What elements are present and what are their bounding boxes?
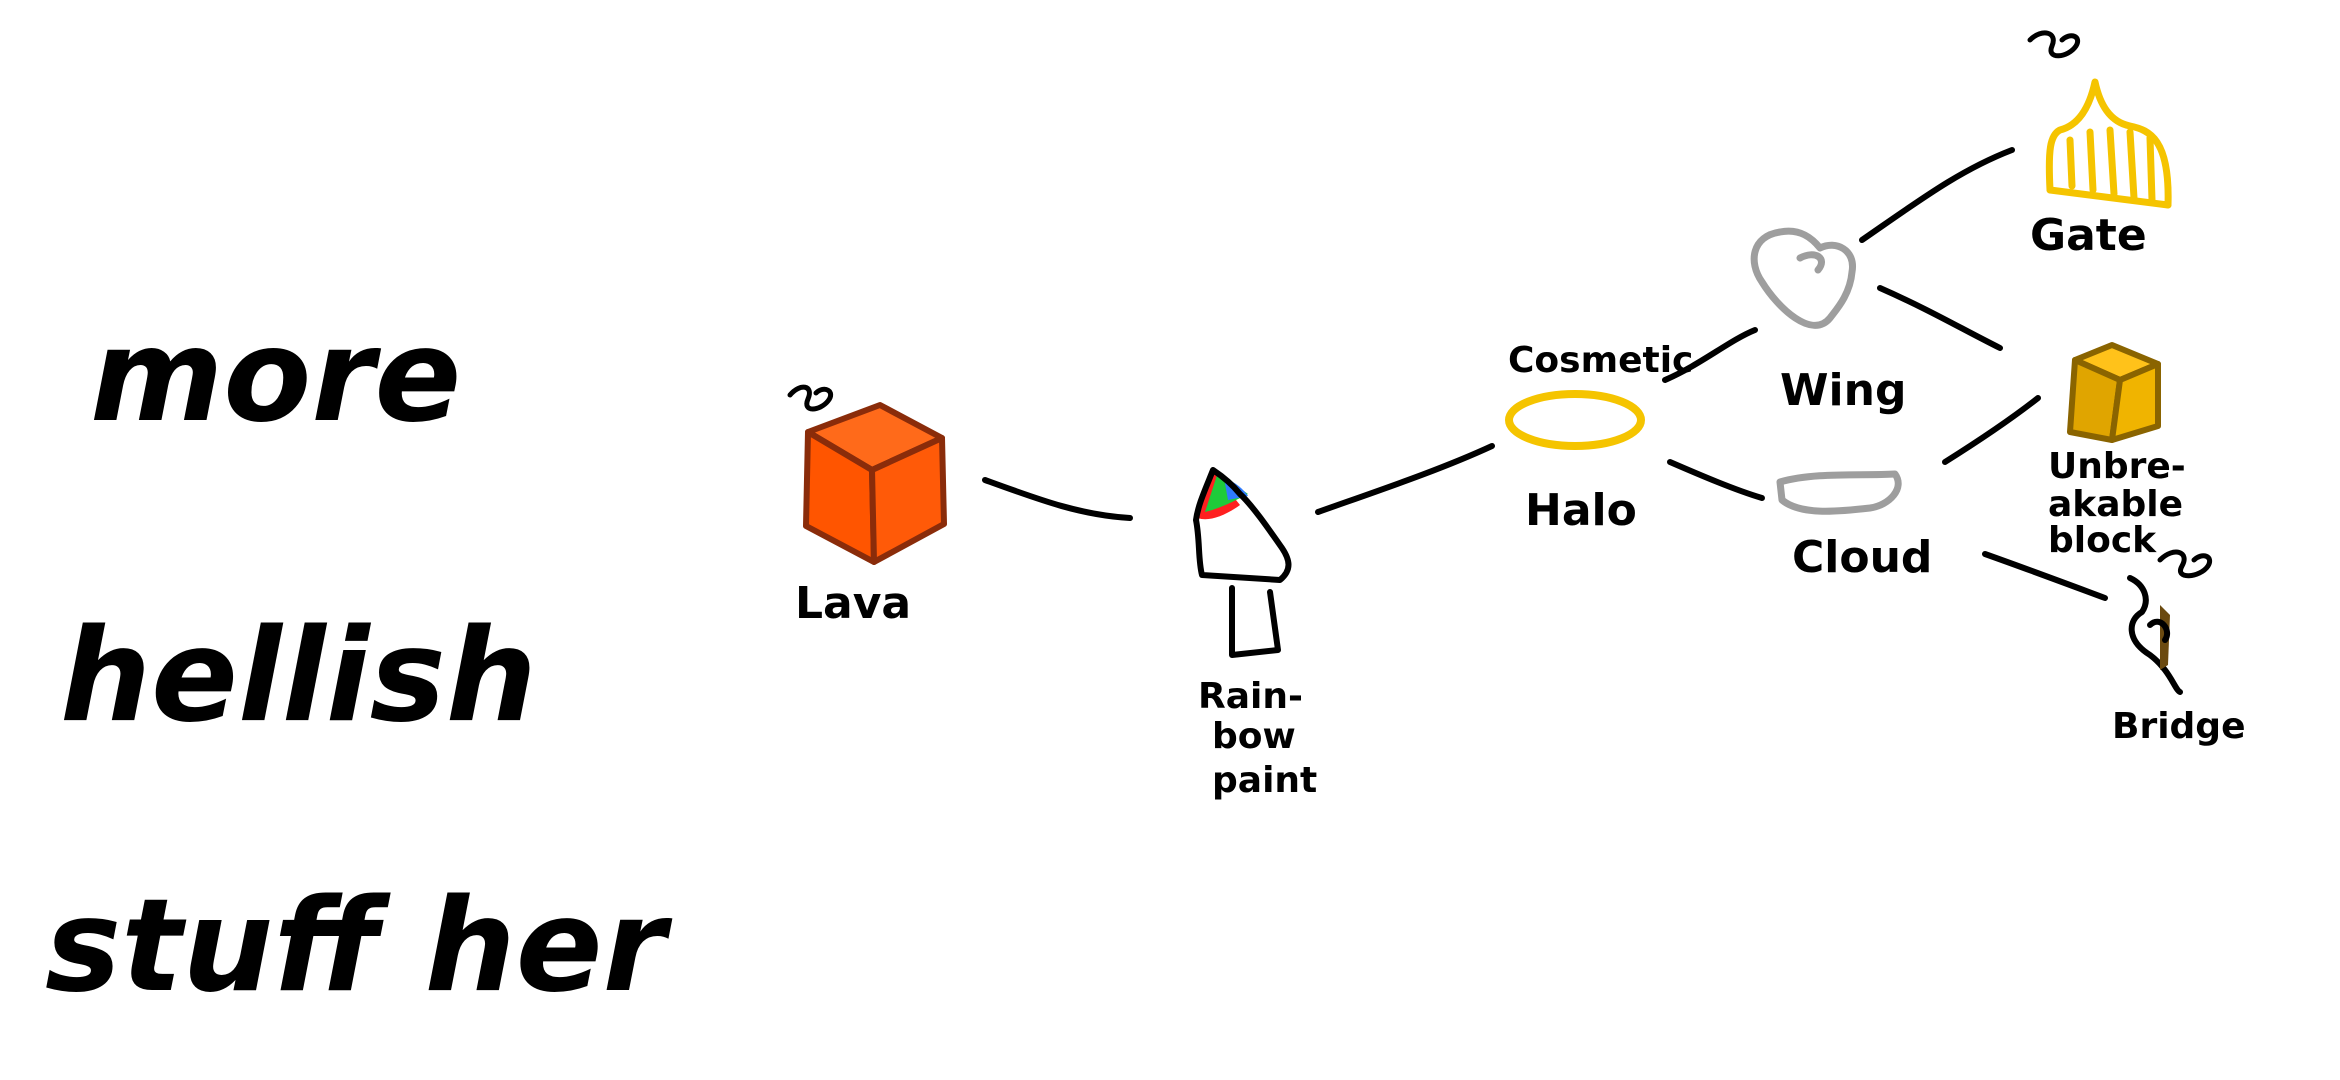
scribble-icon: [2157, 549, 2212, 579]
lava-block-icon: [803, 402, 947, 565]
halo-ring-icon: [1505, 390, 1645, 450]
lava-label: Lava: [795, 578, 911, 629]
node-wing: Wing: [1750, 227, 1906, 416]
connector-halo-wing: [1662, 327, 1758, 383]
node-gate: Gate: [2027, 30, 2172, 261]
connector-rainbow-halo: [1315, 443, 1495, 515]
rainbow-label-line-2: bow: [1212, 716, 1296, 757]
cloud-icon: [1776, 470, 1902, 515]
wing-icon: [1750, 227, 1856, 329]
gate-label: Gate: [2030, 210, 2147, 261]
rainbow-paint-bucket-icon: [1193, 467, 1292, 658]
scribble-icon: [787, 384, 834, 412]
gold-block-icon: [2067, 342, 2161, 443]
rainbow-label-line-3: paint: [1212, 760, 1317, 801]
wing-label: Wing: [1780, 365, 1906, 416]
note-line-3: stuff her: [45, 872, 673, 1021]
node-lava: Lava: [787, 384, 947, 629]
connector-cloud-unbreakable: [1942, 395, 2041, 465]
connector-lava-rainbow: [982, 477, 1133, 521]
connector-cloud-bridge: [1982, 551, 2108, 601]
node-unbreakable-block: Unbre- akable block: [2048, 342, 2212, 579]
unbreakable-label-line-2: akable: [2048, 484, 2183, 525]
rainbow-label-line-1: Rain-: [1198, 676, 1303, 717]
node-bridge: Bridge: [2112, 575, 2246, 747]
halo-label: Halo: [1525, 485, 1637, 536]
handwritten-note: more hellish stuff her: [45, 302, 673, 1021]
bridge-label: Bridge: [2112, 706, 2246, 747]
cloud-label: Cloud: [1792, 532, 1932, 583]
connector-wing-unbreakable: [1877, 285, 2003, 351]
connector-wing-gate: [1859, 147, 2015, 243]
unbreakable-label-line-3: block: [2048, 520, 2157, 561]
connectors: [982, 147, 2108, 601]
note-line-2: hellish: [60, 602, 537, 751]
note-line-1: more: [90, 302, 461, 451]
node-cloud: Cloud: [1776, 470, 1932, 583]
node-rainbow-paint: Rain- bow paint: [1193, 467, 1317, 801]
unbreakable-label-line-1: Unbre-: [2048, 446, 2186, 487]
connector-halo-cloud: [1667, 459, 1765, 501]
scribble-icon: [2027, 30, 2080, 59]
bridge-icon: [2127, 575, 2183, 695]
node-halo: Cosmetic Halo: [1505, 340, 1693, 536]
halo-top-label: Cosmetic: [1508, 340, 1693, 381]
golden-gate-icon: [2045, 78, 2172, 209]
